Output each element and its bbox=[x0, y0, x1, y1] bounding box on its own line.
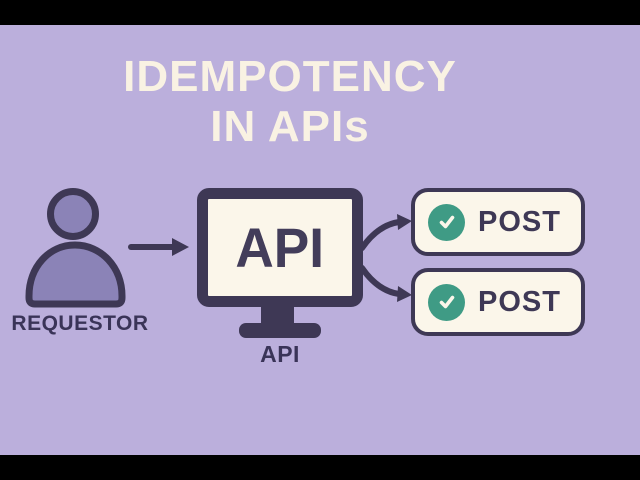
title-line-1: IDEMPOTENCY bbox=[123, 52, 457, 101]
person-icon bbox=[25, 188, 126, 308]
split-arrows bbox=[359, 214, 412, 302]
title-line-2: IN APIs bbox=[210, 102, 370, 151]
monitor-icon: API bbox=[197, 188, 363, 307]
post-method-label: POST bbox=[478, 285, 561, 318]
api-screen-label: API bbox=[235, 216, 325, 279]
monitor-stand-neck bbox=[261, 306, 294, 326]
arrow-curve-up-icon bbox=[359, 214, 412, 251]
post-method-label: POST bbox=[478, 205, 561, 238]
monitor-stand-base bbox=[239, 323, 321, 338]
letterbox-bottom bbox=[0, 455, 640, 480]
post-request-badge-2: POST bbox=[411, 268, 585, 336]
arrow-right-icon bbox=[128, 238, 189, 256]
requestor-label: REQUESTOR bbox=[11, 312, 149, 335]
check-icon bbox=[428, 203, 465, 241]
post-request-badge-1: POST bbox=[411, 188, 585, 256]
api-caption: API bbox=[260, 341, 300, 367]
letterbox-top bbox=[0, 0, 640, 25]
page-title: IDEMPOTENCY IN APIs bbox=[55, 52, 525, 152]
arrow-curve-down-icon bbox=[359, 265, 412, 302]
check-icon bbox=[428, 283, 465, 321]
